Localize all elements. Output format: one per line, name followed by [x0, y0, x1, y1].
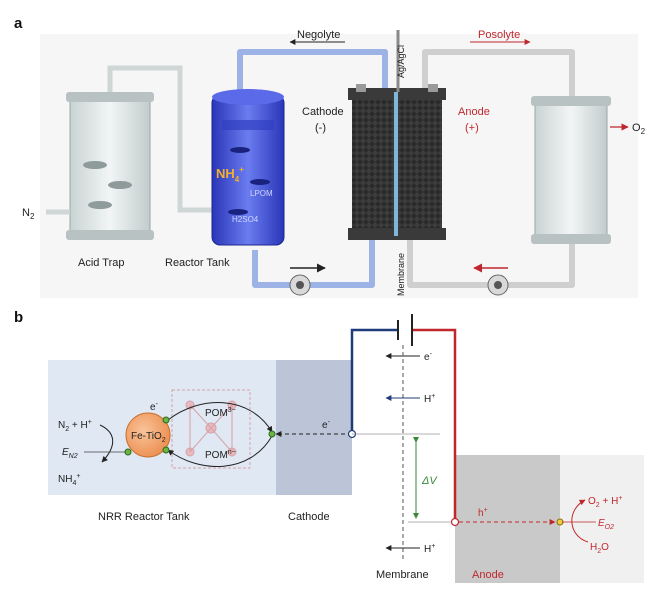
- anode-node: [450, 517, 460, 527]
- acid-trap-label: Acid Trap: [78, 257, 124, 269]
- o2-label: O2: [632, 122, 646, 136]
- flow-cell: [348, 84, 446, 240]
- n2-label: N2: [22, 207, 35, 221]
- cathode-node-pom: [268, 430, 276, 438]
- proton-label-top: H+: [424, 393, 435, 405]
- pom-cluster-image: [171, 389, 251, 469]
- catalyst-particle: [125, 412, 171, 458]
- anode-sign: (+): [465, 122, 479, 134]
- anode-block: [455, 455, 560, 583]
- anode-vessel: [531, 96, 611, 244]
- panel-a-tag: a: [14, 15, 23, 32]
- cathode-wire: [350, 328, 398, 430]
- panel-b-tag: b: [14, 309, 23, 326]
- cathode-label-b: Cathode: [288, 511, 330, 523]
- pom-reduced-label: POMn−: [205, 449, 236, 461]
- nh4-product-label: NH4+: [58, 473, 80, 487]
- anode-wire: [412, 328, 457, 522]
- nh4-label: NH4+: [216, 165, 244, 184]
- pom-oxidized-label: POM3−: [205, 407, 236, 419]
- pom-lower-arc: [167, 435, 273, 467]
- pom-upper-arc: [167, 402, 273, 433]
- tank-h2so4-label: H2SO4: [232, 215, 259, 224]
- anode-solution-region: [560, 455, 644, 583]
- n2-h-label: N2 + H+: [58, 419, 92, 433]
- reactor-label-b: NRR Reactor Tank: [98, 511, 190, 523]
- negolyte-tubing: [237, 49, 388, 288]
- posolyte-pump: [487, 274, 509, 296]
- anode-label-a: Anode: [458, 106, 490, 118]
- anode-label-b: Anode: [472, 569, 504, 581]
- cathode-sign: (-): [315, 122, 326, 134]
- oer-arc: [571, 499, 589, 543]
- h2o-label: H2O: [590, 542, 609, 555]
- electron-label-cathode: e-: [322, 419, 331, 431]
- nrr-arc: [99, 424, 114, 463]
- reactor-tank-label: Reactor Tank: [165, 257, 230, 269]
- cathode-label-a: Cathode: [302, 106, 344, 118]
- tank-lpom-label: LPOM: [250, 189, 273, 198]
- en2-label: EN2: [62, 447, 78, 460]
- acid-trap-vessel: [66, 92, 154, 240]
- posolyte-label: Posolyte: [478, 29, 520, 41]
- o2-h-label: O2 + H+: [588, 495, 622, 509]
- membrane-label-b: Membrane: [376, 569, 429, 581]
- eo2-label: EO2: [598, 518, 614, 531]
- panel-a: a N2 Acid Trap: [14, 15, 646, 298]
- catalyst-node-bottom: [162, 446, 170, 454]
- electron-label-catalyst: e-: [150, 401, 159, 413]
- catalyst-node-top: [162, 416, 170, 424]
- catalyst-label: Fe-TiO2: [131, 431, 166, 444]
- panel-b: b Fe-TiO2 e- POM3− POMn− N2 +: [14, 309, 644, 583]
- proton-label-bottom: H+: [424, 543, 435, 555]
- negolyte-label: Negolyte: [297, 29, 340, 41]
- ref-electrode-label: Ag/AgCl: [396, 45, 406, 78]
- negolyte-pump: [289, 274, 311, 296]
- cathode-block: [276, 360, 352, 495]
- electron-label-wire: e-: [424, 351, 433, 363]
- hole-label: h+: [478, 507, 488, 519]
- membrane-label-a: Membrane: [396, 253, 406, 296]
- trap-tubing: [107, 65, 215, 213]
- delta-v-label: ΔV: [421, 475, 438, 487]
- reactor-tank-vessel: [211, 89, 285, 246]
